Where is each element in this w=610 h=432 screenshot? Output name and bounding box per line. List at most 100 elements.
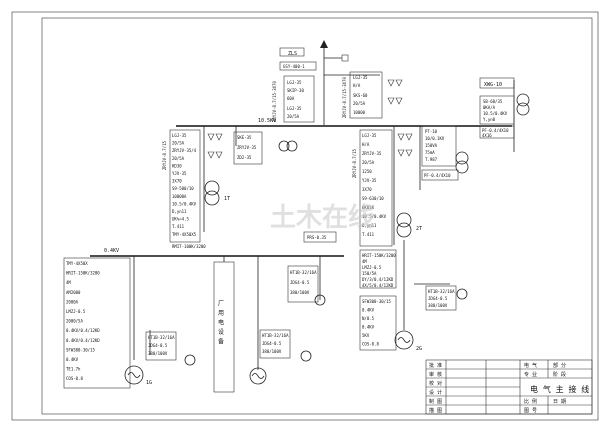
lf-line-7: S9-500/10 (172, 186, 194, 191)
pt-l1: 10/0.1KV (425, 136, 445, 141)
center-feed-box (283, 75, 315, 123)
lp-line-10: 0.4KV (66, 357, 79, 362)
cr-l2: SKS-60 (353, 93, 368, 98)
lp-line-12: COS-0.8 (66, 376, 83, 381)
rf-low-line-0: HRIT-150K/3200 (362, 253, 396, 258)
rf-gen-line-4: 5KV (362, 333, 370, 338)
c-l0: HT1B-32/16A (290, 270, 317, 275)
rf-gen-line-2: N/0.5 (362, 316, 375, 321)
load-a-motor (184, 354, 196, 366)
t2-transformer-bottom (396, 222, 412, 238)
tb-title: 电 气 主 接 线 (530, 384, 589, 394)
rf-line-0: LGJ-35 (362, 133, 377, 138)
watermark: 土木在线 (270, 203, 374, 233)
lp-line-3: AM2000 (66, 290, 81, 295)
incoming-arrow (320, 40, 328, 48)
lp-line-9: SFW300-30/15 (66, 347, 95, 352)
station-service-label: 厂 用 电 设 备 (217, 300, 224, 346)
pt-l0: PT-10 (425, 129, 438, 134)
mid-l1: ZRYJV-35 (237, 145, 257, 150)
cf-l4: 20/5A (287, 114, 300, 119)
lp-line-5: LMZJ-0.5 (66, 309, 86, 314)
e-l1: JDG4-0.5 (428, 296, 448, 301)
rf-line-2: ZRYJV-35 (362, 151, 382, 156)
right-station-box (479, 95, 515, 125)
load-e-motor (456, 288, 468, 300)
tb-r3c0: 校 对 (429, 380, 442, 387)
cr-l0: LGJ-35 (353, 75, 368, 80)
left-panel-box (63, 257, 131, 389)
cf-l1: SKIP-30 (287, 88, 304, 93)
tb-r4c0: 设 计 (429, 389, 442, 396)
left-panel-text: TMY-4X50XHRIT-150K/32004MAM20002000ALMZJ… (66, 261, 100, 381)
c-l2: 380/100V (290, 290, 310, 295)
tb-r1c0: 批 准 (429, 362, 442, 369)
g2-wave (397, 337, 411, 343)
a-l0: HT1B-32/16A (148, 335, 175, 340)
rf-low-line-2: LMZJ-0.5 (362, 265, 382, 270)
lp-line-2: 4M (66, 280, 71, 285)
g2-label: 2G (416, 346, 422, 352)
rf-line-9: 10.5/0.4KV (362, 214, 387, 219)
right-feeder-box (359, 129, 393, 247)
t1-label: 1T (224, 196, 230, 202)
cr-l3: 20/5A (353, 101, 366, 106)
mid-branch-box (233, 131, 263, 165)
cr-l1: H/A (353, 83, 361, 88)
cf-l3: LGJ-35 (287, 106, 302, 111)
lf-line-13: TMY-4X50X5 (172, 232, 197, 237)
outer-border (11, 11, 599, 421)
mid-motor-a (278, 140, 290, 152)
mid-l0: SKE-35 (237, 135, 252, 140)
tb-r5c3: 日 期 (553, 399, 566, 405)
title-block (425, 359, 593, 415)
mid-motor-b (286, 140, 298, 152)
cable-code: GSY-400-1 (283, 64, 305, 69)
top-meter-box (341, 54, 349, 62)
rf-gen-box (359, 295, 397, 351)
b-l2: 380/100V (262, 349, 282, 354)
fuse-box-prs (303, 231, 337, 243)
pt-transformer-b (455, 160, 469, 174)
lf-line-8: 10000A (172, 194, 187, 199)
cr-side: ZRYJV-8.7/15-3X70 (342, 76, 347, 118)
pt-l2: 150VA (425, 143, 438, 148)
lf-line-11: UK%=4.5 (172, 217, 189, 222)
low-bus-label: 0.4KV (104, 248, 119, 254)
cf-side-label: ZRYJV-8.7/15-3X70 (272, 80, 277, 122)
left-feeder-text: LGJ-3520/5AZRYJV-35/420/5AKD30YJV-353X70… (172, 133, 197, 237)
rs-fuse-sub: 4X16 (482, 133, 492, 138)
g1-label: 1G (146, 380, 152, 386)
tb-r5c0: 制 图 (429, 398, 442, 405)
load-b-wave (251, 373, 265, 379)
lf-line-9: 10.5/0.4KV (172, 201, 197, 206)
rf-gen-line-5: COS-0.8 (362, 342, 379, 347)
rs-l1: 0KA/A (483, 105, 496, 110)
tb-r2c0: 审 核 (429, 371, 442, 378)
lp-line-0: TMY-4X50X (66, 261, 88, 266)
pt-l4: T.987 (425, 157, 438, 162)
lp-line-7: 0.4KV/0.4/12KD (66, 328, 100, 333)
rs-transformer-bottom (516, 102, 530, 116)
tb-r6c2: 图 号 (524, 408, 537, 414)
pt-l3: 75mA (425, 150, 435, 155)
lf-line-12: T.411 (172, 224, 185, 229)
top-code: ZLS (288, 51, 297, 57)
rf-gen-line-0: SFW300-30/15 (362, 299, 391, 304)
load-c-motor (314, 294, 326, 306)
c-l1: JDG4-0.5 (290, 280, 310, 285)
load-c-box (287, 265, 319, 303)
rf-line-11: T.411 (362, 232, 375, 237)
rs-l0: SB-60/35 (483, 99, 503, 104)
rf-gen-line-1: 0.4KV (362, 308, 375, 313)
rf-line-1: H/A (362, 142, 370, 147)
rf-side: ZRYJV-8.7/15 (352, 149, 357, 178)
lp-line-8: 0.4KV/0.4/12KD (66, 338, 100, 343)
lf-line-6: 3X70 (172, 179, 182, 184)
top-code-box (279, 47, 305, 57)
lf-rail: RMIT-100K/3200 (172, 244, 206, 249)
cf-l0: LGJ-35 (287, 80, 302, 85)
cr-l4: 10000 (353, 110, 366, 115)
